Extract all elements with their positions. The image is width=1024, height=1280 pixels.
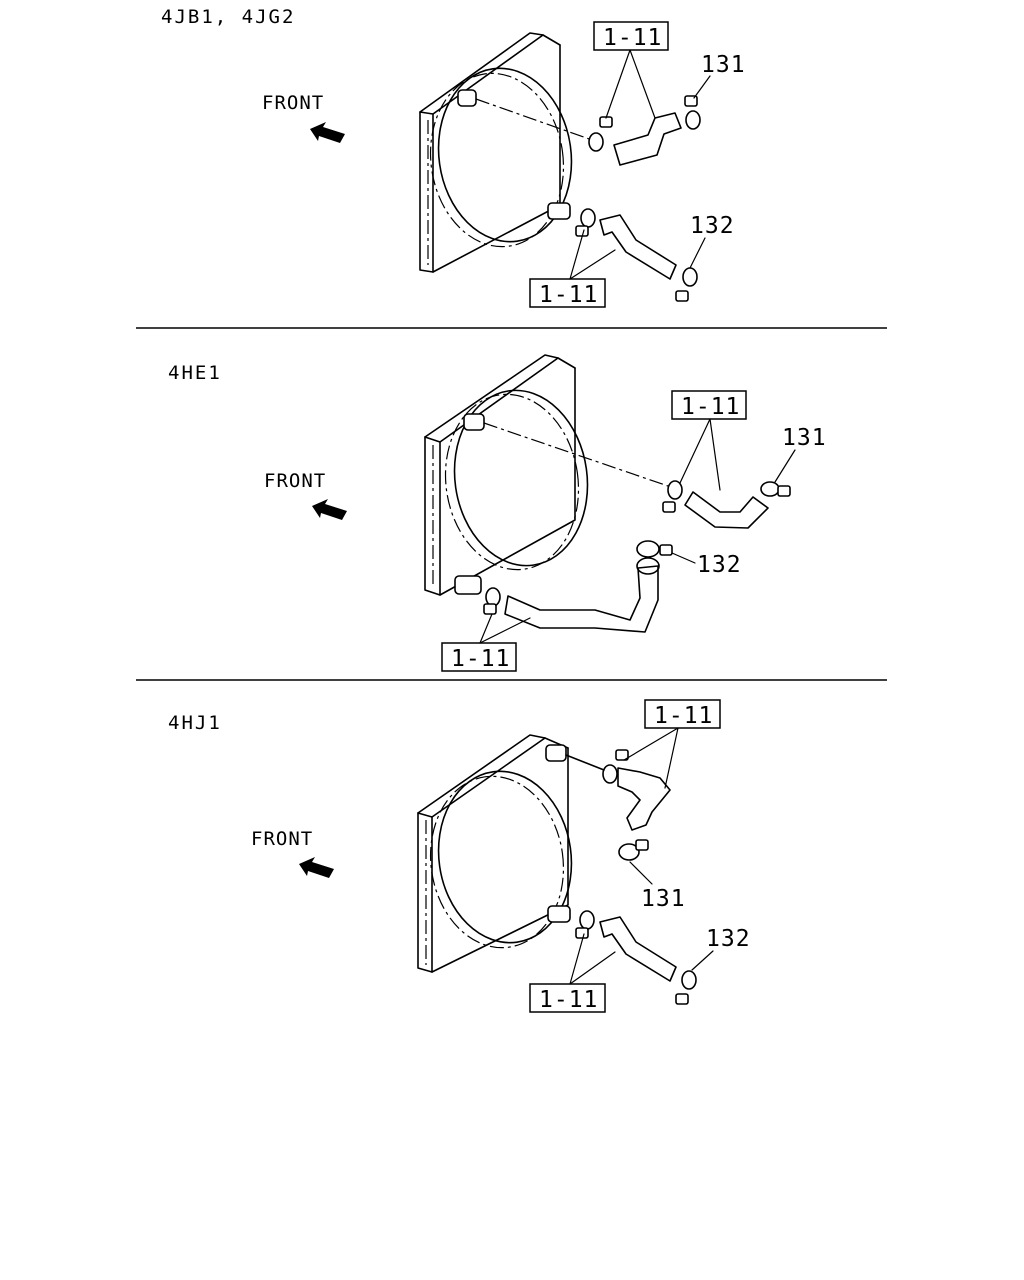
ref-box-top	[644, 699, 721, 729]
front-label: FRONT	[264, 470, 326, 492]
upper-outlet-pipe	[457, 89, 477, 107]
ref-label-bottom: 1-11	[539, 987, 598, 1013]
upper-outlet-pipe	[463, 413, 485, 431]
lower-outlet-pipe	[454, 575, 482, 595]
front-arrow-icon	[299, 857, 334, 878]
part-label-132: 132	[697, 552, 742, 578]
upper-clamp-131	[685, 110, 701, 130]
front-label: FRONT	[251, 828, 313, 850]
part-label-132: 132	[690, 213, 735, 239]
ref-label-bottom: 1-11	[451, 646, 510, 672]
panel-4hj1: 4HJ1 FRONT 1-11 131 1-11	[168, 699, 751, 1013]
upper-clamp-131	[618, 843, 640, 861]
part-label-131: 131	[641, 886, 686, 912]
engine-label: 4JB1, 4JG2	[161, 6, 295, 28]
upper-clamp-inner	[588, 132, 604, 152]
upper-radiator-hose	[613, 112, 682, 166]
ref-box-bottom	[529, 983, 606, 1013]
ref-label-bottom: 1-11	[539, 282, 598, 308]
panel-4jb1-4jg2: 4JB1, 4JG2 FRONT 1-11 131	[161, 6, 746, 308]
ref-box-top	[593, 21, 669, 51]
ref-label-top: 1-11	[654, 703, 713, 729]
front-arrow-icon	[312, 499, 347, 520]
upper-clamp-131	[760, 481, 780, 497]
lower-outlet-pipe	[547, 202, 571, 220]
lower-clamp-132	[636, 540, 660, 558]
lower-clamp-132	[682, 267, 698, 287]
lower-radiator-hose	[599, 916, 677, 982]
lower-clamp-132	[681, 970, 697, 990]
radiator	[424, 354, 589, 596]
upper-radiator-hose	[684, 491, 769, 529]
part-label-131: 131	[701, 52, 746, 78]
ref-box-bottom	[441, 642, 517, 672]
ref-box-bottom	[529, 278, 606, 308]
front-label: FRONT	[262, 92, 324, 114]
engine-label: 4HJ1	[168, 712, 222, 734]
lower-outlet-pipe	[547, 905, 571, 923]
lower-radiator-hose	[599, 214, 677, 280]
upper-outlet-pipe	[545, 744, 567, 762]
engine-label: 4HE1	[168, 362, 222, 384]
clamp-screw-icon	[684, 95, 698, 107]
radiator	[419, 32, 573, 273]
ref-label-top: 1-11	[603, 25, 662, 51]
ref-label-top: 1-11	[681, 394, 740, 420]
part-label-131: 131	[782, 425, 827, 451]
lower-radiator-hose	[504, 565, 659, 633]
ref-box-top	[671, 390, 747, 420]
part-label-132: 132	[706, 926, 751, 952]
panel-4he1: 4HE1 FRONT 1-11 131 1-11	[168, 354, 827, 672]
radiator	[417, 734, 573, 973]
upper-radiator-hose	[617, 767, 671, 831]
front-arrow-icon	[310, 122, 345, 143]
